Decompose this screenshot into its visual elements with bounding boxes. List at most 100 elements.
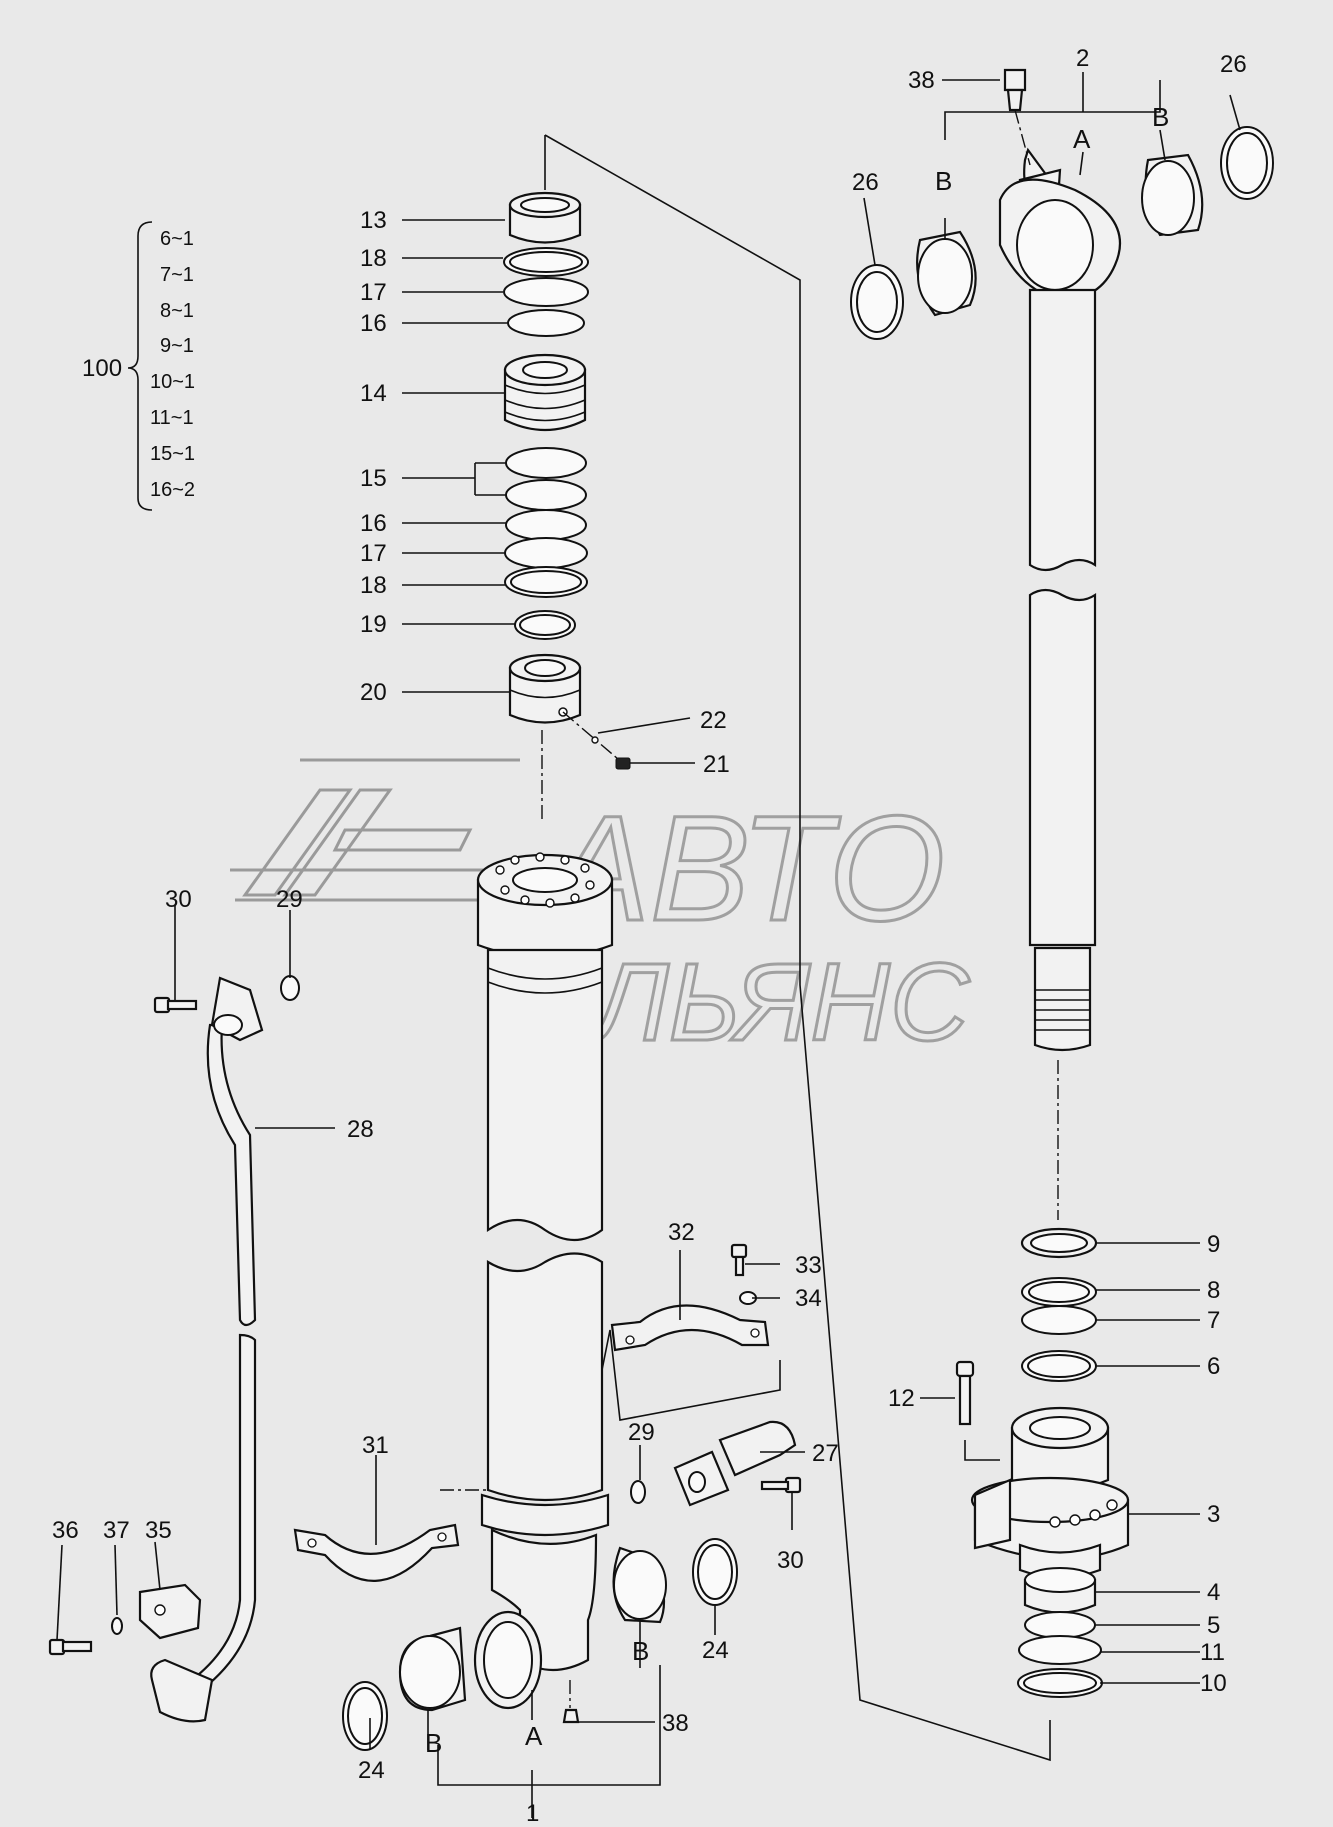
part-29-oring-top <box>280 975 300 1001</box>
part-5-ring <box>1024 1611 1096 1639</box>
kit-item: 10~1 <box>150 371 195 393</box>
label-11: 11 <box>1200 1639 1225 1666</box>
part-7-ring <box>1021 1305 1097 1335</box>
part-18-ring-top <box>503 247 589 277</box>
part-21-setscrew <box>615 757 631 770</box>
label-7: 7 <box>1207 1307 1220 1334</box>
label-9: 9 <box>1207 1231 1220 1258</box>
kit-item: 9~1 <box>160 335 194 357</box>
part-26-seal-top-left <box>850 264 904 340</box>
part-18-ring <box>504 566 588 598</box>
part-33-bolt <box>730 1243 748 1277</box>
part-29-oring-bottom <box>630 1480 646 1504</box>
part-28-pipe <box>183 1023 257 1697</box>
part-32-band-clamp <box>610 1304 770 1352</box>
label-6: 6 <box>1207 1353 1220 1380</box>
repair-kit-list: 100 6~1 7~1 8~1 9~1 10~1 11~1 15~1 16~2 <box>82 221 195 511</box>
label-3: 3 <box>1207 1501 1220 1528</box>
label-37: 37 <box>103 1517 130 1544</box>
letter-a: A <box>525 1721 543 1751</box>
label-31: 31 <box>362 1432 389 1459</box>
label-2: 2 <box>1076 45 1089 72</box>
part-bushing-bottom-right <box>612 1546 667 1624</box>
label-32: 32 <box>668 1219 695 1246</box>
label-10: 10 <box>1200 1670 1227 1697</box>
label-36: 36 <box>52 1517 79 1544</box>
part-17-ring-top <box>503 277 589 307</box>
label-12: 12 <box>888 1385 915 1412</box>
letter-b: B <box>632 1636 649 1666</box>
part-bushing-bottom-left <box>398 1626 467 1712</box>
label-24: 24 <box>358 1757 385 1784</box>
label-22: 22 <box>700 707 727 734</box>
label-14: 14 <box>360 380 387 407</box>
label-26: 26 <box>1220 51 1247 78</box>
label-26: 26 <box>852 169 879 196</box>
label-4: 4 <box>1207 1579 1220 1606</box>
label-35: 35 <box>145 1517 172 1544</box>
part-15-rings <box>505 447 587 511</box>
label-20: 20 <box>360 679 387 706</box>
part-16-oring-top <box>507 309 585 337</box>
label-17: 17 <box>360 540 387 567</box>
part-38-grease-nipple-top <box>1003 68 1031 166</box>
letter-b: B <box>935 166 952 196</box>
label-16: 16 <box>360 510 387 537</box>
label-16: 16 <box>360 310 387 337</box>
piston-seal-stack <box>503 191 631 770</box>
part-27-elbow <box>673 1420 797 1507</box>
part-3-cylinder-head <box>970 1406 1130 1579</box>
letter-a: A <box>1073 124 1091 154</box>
label-15: 15 <box>360 465 387 492</box>
label-29: 29 <box>628 1419 655 1446</box>
label-29: 29 <box>276 886 303 913</box>
part-10-ring <box>1017 1668 1103 1698</box>
label-1: 1 <box>526 1800 539 1827</box>
kit-item: 6~1 <box>160 228 194 250</box>
gland-seal-stack <box>1020 1227 1098 1382</box>
label-28: 28 <box>347 1116 374 1143</box>
label-8: 8 <box>1207 1277 1220 1304</box>
part-38-grease-nipple-bottom <box>562 1680 580 1724</box>
label-30: 30 <box>777 1547 804 1574</box>
part-elbow-bottom <box>150 1658 214 1723</box>
part-31-band-clamp <box>293 1523 460 1582</box>
label-5: 5 <box>1207 1612 1220 1639</box>
part-30-bolt-top <box>153 996 198 1014</box>
label-27: 27 <box>812 1440 839 1467</box>
part-2-piston-rod <box>998 147 1122 1052</box>
part-36-bolt <box>48 1638 93 1656</box>
label-21: 21 <box>703 751 730 778</box>
label-18: 18 <box>360 572 387 599</box>
part-35-clamp <box>138 1583 202 1640</box>
part-8-seal <box>1021 1277 1097 1307</box>
part-37-washer <box>111 1617 123 1635</box>
label-17: 17 <box>360 279 387 306</box>
letter-b: B <box>1152 102 1169 132</box>
part-19-washer <box>514 610 576 640</box>
part-26-seal-top-right <box>1220 126 1274 200</box>
label-34: 34 <box>795 1285 822 1312</box>
part-13-bushing <box>508 191 582 244</box>
part-bushing-top-left <box>916 230 977 317</box>
part-bushing-top-right <box>1141 153 1204 237</box>
part-17-ring <box>504 537 588 569</box>
part-flange-top <box>210 976 264 1042</box>
label-38: 38 <box>908 67 935 94</box>
part-22-ball <box>591 736 599 744</box>
kit-item: 11~1 <box>150 407 194 429</box>
part-9-seal <box>1020 1227 1098 1259</box>
label-33: 33 <box>795 1252 822 1279</box>
label-19: 19 <box>360 611 387 638</box>
kit-item: 15~1 <box>150 443 195 465</box>
watermark-logo <box>230 758 540 902</box>
label-38: 38 <box>662 1710 689 1737</box>
part-24-seal-bottom-left <box>342 1681 388 1751</box>
leader-lines <box>56 72 1241 1818</box>
kit-item: 16~2 <box>150 479 195 501</box>
kit-number: 100 <box>82 355 122 382</box>
part-4-bushing <box>1023 1567 1097 1614</box>
label-24: 24 <box>702 1637 729 1664</box>
kit-item: 7~1 <box>160 264 194 286</box>
